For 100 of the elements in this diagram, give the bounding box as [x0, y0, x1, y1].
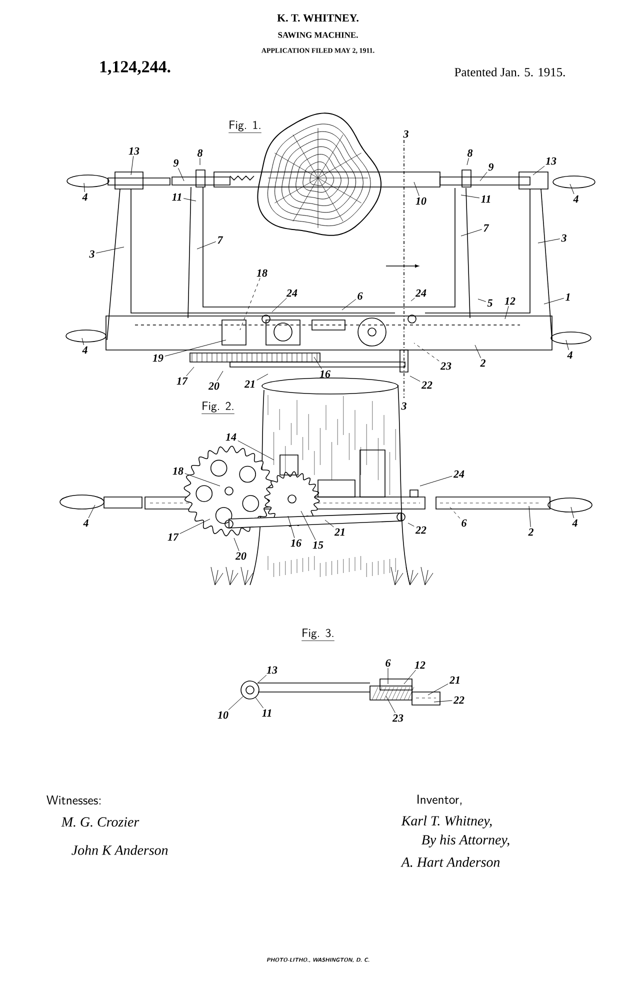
signature: A. Hart Anderson	[400, 857, 500, 867]
leader-line	[448, 506, 460, 519]
callout-number: 1	[566, 293, 570, 301]
patent-date: Patented Jan. 5. 1915.	[454, 68, 565, 76]
leader-line	[408, 522, 414, 527]
leader-line	[414, 342, 440, 362]
callout-number: 4	[82, 193, 88, 201]
callout-number: 21	[334, 528, 344, 536]
signature: M. G. Crozier	[61, 817, 140, 827]
signature-heading: Inventor,	[418, 794, 462, 806]
callout-number: 10	[416, 197, 426, 205]
leader-line	[434, 700, 452, 702]
leader-line	[216, 370, 224, 382]
patent-number: 1,124,244.	[100, 61, 170, 75]
leader-line	[478, 298, 486, 302]
heading: SAWING MACHINE.	[278, 32, 358, 38]
callout-number: 3	[89, 250, 94, 258]
leader-line	[314, 356, 322, 370]
leader-line	[196, 241, 216, 250]
figure-label: Fig. 3.	[301, 628, 335, 641]
callout-number: 7	[484, 224, 490, 232]
leader-line	[386, 696, 396, 714]
callout-number: 20	[208, 382, 220, 390]
callout-number: 24	[286, 289, 298, 297]
section-mark: 3	[403, 130, 408, 138]
callout-number: 4	[572, 519, 578, 527]
leader-line	[570, 184, 574, 194]
leader-line	[460, 229, 482, 236]
callout-number: 24	[415, 289, 426, 297]
signature: By his Attorney,	[422, 834, 510, 848]
callout-number: 20	[235, 552, 246, 560]
leader-line	[410, 376, 420, 382]
callout-number: 3	[561, 234, 566, 242]
callout-number: 6	[462, 519, 467, 527]
figure-label: Fig. 1.	[228, 120, 262, 133]
callout-number: 5	[487, 299, 492, 307]
callout-number: 9	[173, 159, 179, 167]
signature: Karl T. Whitney,	[401, 816, 492, 828]
callout-number: 9	[488, 163, 494, 171]
callout-number: 11	[481, 195, 490, 203]
callout-number: 8	[197, 149, 203, 157]
leader-line	[324, 520, 334, 528]
leader-line	[130, 156, 134, 176]
callout-number: 11	[262, 709, 272, 717]
leader-line	[96, 246, 124, 254]
callout-number: 18	[256, 269, 268, 277]
leader-line	[82, 338, 84, 346]
figure-label: Fig. 2.	[201, 402, 235, 414]
leader-line	[474, 344, 482, 358]
heading: K. T. WHITNEY.	[277, 14, 358, 22]
leader-line	[255, 697, 264, 708]
leader-line	[256, 674, 267, 684]
leader-line	[178, 168, 184, 182]
callout-number: 7	[218, 236, 224, 244]
leader-line	[183, 198, 196, 202]
callout-number: 22	[421, 381, 432, 389]
callout-number: 24	[453, 470, 464, 478]
leader-line	[184, 473, 220, 486]
callout-number: 12	[414, 661, 426, 669]
callout-number: 13	[546, 157, 556, 165]
leader-line	[272, 298, 287, 312]
leader-line	[466, 158, 469, 166]
signature: John K Anderson	[72, 845, 168, 855]
callout-number: 11	[172, 193, 182, 201]
leader-line	[528, 506, 531, 528]
callout-number: 23	[440, 362, 452, 370]
callout-number: 6	[386, 659, 391, 667]
callout-number: 4	[82, 346, 88, 354]
eye-ring	[240, 680, 260, 700]
callout-number: 2	[480, 359, 486, 367]
callout-number: 15	[312, 541, 324, 549]
leader-line	[544, 298, 564, 304]
callout-number: 19	[152, 354, 164, 362]
callout-number: 16	[320, 370, 330, 378]
leader-line	[570, 506, 574, 518]
callout-number: 8	[467, 149, 473, 157]
callout-number: 6	[358, 292, 363, 300]
signature-heading: Witnesses:	[46, 795, 100, 805]
callout-number: 23	[392, 714, 404, 722]
callout-number: 10	[218, 711, 228, 719]
leader-line	[238, 440, 274, 460]
callout-number: 12	[504, 297, 516, 305]
callout-number: 21	[449, 676, 460, 684]
leader-line	[566, 340, 569, 350]
leader-line	[288, 516, 295, 538]
callout-number: 14	[226, 433, 236, 441]
leader-line	[480, 172, 488, 182]
callout-number: 4	[573, 195, 578, 203]
section-mark: 3	[401, 402, 406, 410]
leader-line	[180, 518, 210, 534]
callout-number: 4	[83, 519, 88, 527]
leader-line	[428, 684, 448, 696]
leader-line	[420, 476, 452, 486]
leader-line	[414, 182, 420, 196]
leader-line	[256, 374, 268, 380]
leader-line	[460, 194, 480, 198]
leader-line	[240, 278, 260, 330]
callout-number: 17	[176, 377, 188, 385]
callout-number: 13	[266, 666, 278, 674]
leader-line	[410, 298, 415, 302]
